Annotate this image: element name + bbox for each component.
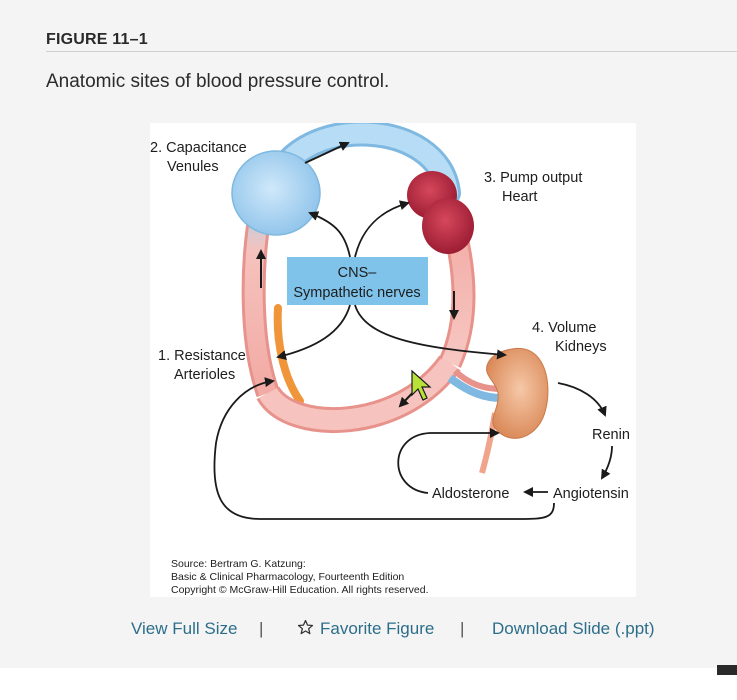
star-outline-icon bbox=[297, 619, 314, 635]
source-line-3: Copyright © McGraw-Hill Education. All r… bbox=[171, 584, 429, 596]
cns-to-arterioles-arrow bbox=[276, 304, 351, 360]
venules-reservoir bbox=[231, 150, 321, 236]
figure-panel: FIGURE 11–1 Anatomic sites of blood pres… bbox=[0, 0, 737, 668]
resistance-sub: Arterioles bbox=[174, 367, 235, 383]
heart-icon bbox=[407, 171, 474, 254]
divider bbox=[46, 51, 737, 52]
pump-title: 3. Pump output bbox=[484, 170, 582, 186]
flow-arrow-top bbox=[304, 141, 350, 164]
scroll-corner bbox=[717, 665, 737, 675]
angiotensin-to-arterioles-arrow bbox=[213, 377, 555, 520]
renin-label: Renin bbox=[592, 427, 630, 443]
separator: | bbox=[460, 619, 465, 638]
renin-to-angiotensin-arrow bbox=[600, 445, 613, 480]
mouse-pointer-icon bbox=[411, 369, 432, 401]
pump-sub: Heart bbox=[502, 189, 537, 205]
separator: | bbox=[259, 619, 264, 638]
cns-to-heart-arrow bbox=[354, 200, 410, 258]
cns-line2: Sympathetic nerves bbox=[293, 285, 420, 301]
source-line-1: Source: Bertram G. Katzung: bbox=[171, 558, 306, 570]
bp-control-diagram: 2. Capacitance Venules 3. Pump output He… bbox=[150, 123, 630, 520]
volume-sub: Kidneys bbox=[555, 339, 607, 355]
cns-line1: CNS– bbox=[338, 265, 378, 281]
cns-to-kidneys-arrow bbox=[354, 304, 507, 360]
source-line-2: Basic & Clinical Pharmacology, Fourteent… bbox=[171, 571, 405, 583]
aldosterone-label: Aldosterone bbox=[432, 486, 509, 502]
capacitance-title: 2. Capacitance bbox=[150, 140, 247, 156]
capacitance-sub: Venules bbox=[167, 159, 219, 175]
download-slide-link[interactable]: Download Slide (.ppt) bbox=[492, 619, 655, 638]
angiotensin-label: Angiotensin bbox=[553, 486, 629, 502]
figure-label: FIGURE 11–1 bbox=[46, 31, 148, 48]
aldosterone-to-kidney-arrow bbox=[397, 428, 500, 494]
volume-title: 4. Volume bbox=[532, 320, 597, 336]
figure-caption: Anatomic sites of blood pressure control… bbox=[46, 71, 390, 92]
cns-to-venules-arrow bbox=[308, 211, 351, 258]
favorite-figure-label: Favorite Figure bbox=[320, 619, 435, 638]
resistance-title: 1. Resistance bbox=[158, 348, 246, 364]
cns-box bbox=[287, 257, 428, 305]
figure-actions: View Full Size | Favorite Figure | Downl… bbox=[0, 619, 737, 643]
favorite-figure-button[interactable]: Favorite Figure bbox=[297, 619, 434, 639]
figure-image[interactable]: 2. Capacitance Venules 3. Pump output He… bbox=[150, 123, 636, 597]
view-full-size-link[interactable]: View Full Size bbox=[131, 619, 238, 638]
kidney-icon bbox=[486, 348, 549, 439]
kidney-to-renin-arrow bbox=[557, 382, 607, 417]
